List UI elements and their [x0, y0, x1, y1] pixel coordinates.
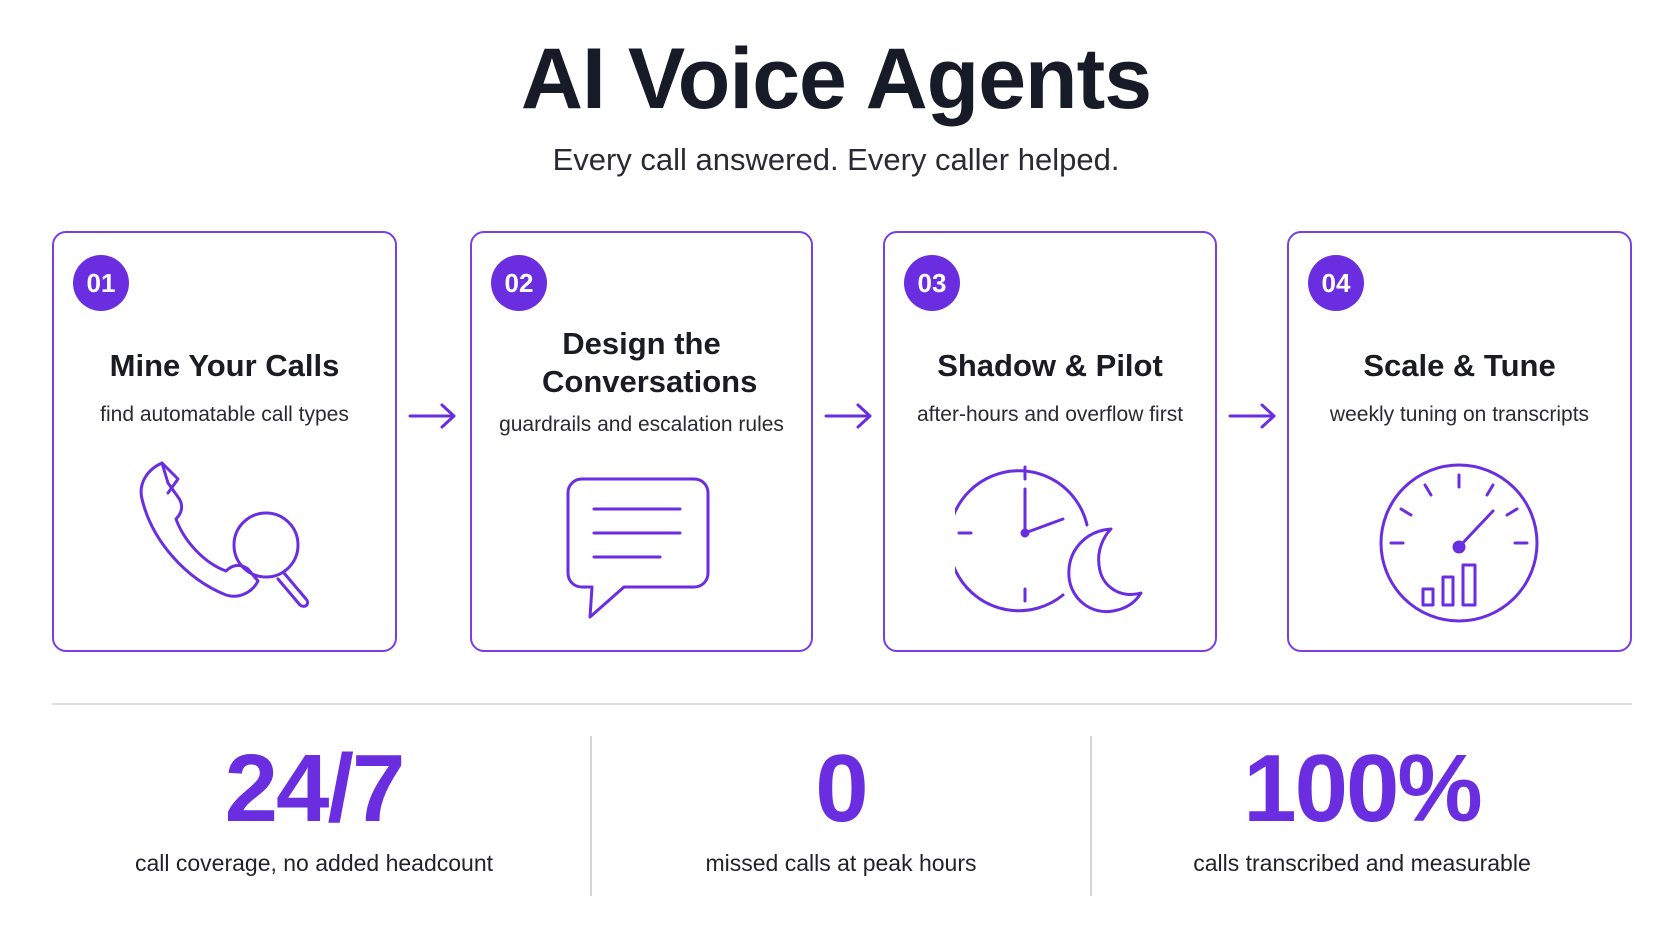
- step-description: weekly tuning on transcripts: [1329, 403, 1590, 426]
- stat-value: 24/7: [224, 735, 406, 842]
- stat-missed-calls: 0 missed calls at peak hours: [592, 740, 1090, 877]
- arrow-right-icon: [824, 403, 872, 429]
- phone-search-icon: [139, 461, 310, 608]
- stat-value: 100%: [1243, 735, 1483, 842]
- step-title: Mine Your Calls: [109, 348, 340, 383]
- step-description: find automatable call types: [100, 403, 349, 426]
- stat-coverage: 24/7 call coverage, no added headcount: [52, 740, 576, 877]
- step-number-badge: 01: [73, 255, 129, 311]
- step-description: after-hours and overflow first: [916, 403, 1184, 426]
- arrow-right-icon: [408, 403, 456, 429]
- stat-label: missed calls at peak hours: [705, 850, 977, 876]
- stat-transcribed: 100% calls transcribed and measurable: [1092, 740, 1632, 877]
- step-number-badge: 04: [1308, 255, 1364, 311]
- section-divider: [52, 703, 1632, 705]
- step-number-badge: 02: [491, 255, 547, 311]
- step-card-scale-tune: 04 Scale & Tune weekly tuning on transcr…: [1287, 231, 1632, 652]
- clock-moon-icon: [955, 465, 1143, 614]
- stat-label: call coverage, no added headcount: [134, 850, 494, 876]
- page-subtitle: Every call answered. Every caller helped…: [552, 142, 1120, 177]
- stat-separator: [590, 736, 592, 896]
- step-card-mine-calls: 01 Mine Your Calls find automatable call…: [52, 231, 397, 652]
- step-title: Scale & Tune: [1363, 348, 1556, 383]
- stat-label: calls transcribed and measurable: [1193, 850, 1531, 876]
- stat-value: 0: [815, 735, 868, 842]
- step-title: Design the Conversations: [542, 326, 758, 399]
- step-number-badge: 03: [904, 255, 960, 311]
- chat-bubble-icon: [566, 477, 710, 619]
- stat-separator: [1090, 736, 1092, 896]
- page-title: AI Voice Agents: [520, 31, 1152, 127]
- step-card-design-conversations: 02 Design the Conversations guardrails a…: [470, 231, 813, 652]
- step-title: Shadow & Pilot: [937, 348, 1163, 383]
- gauge-chart-icon: [1379, 463, 1539, 623]
- arrow-right-icon: [1228, 403, 1276, 429]
- step-card-shadow-pilot: 03 Shadow & Pilot after-hours and overfl…: [883, 231, 1217, 652]
- step-description: guardrails and escalation rules: [499, 413, 784, 436]
